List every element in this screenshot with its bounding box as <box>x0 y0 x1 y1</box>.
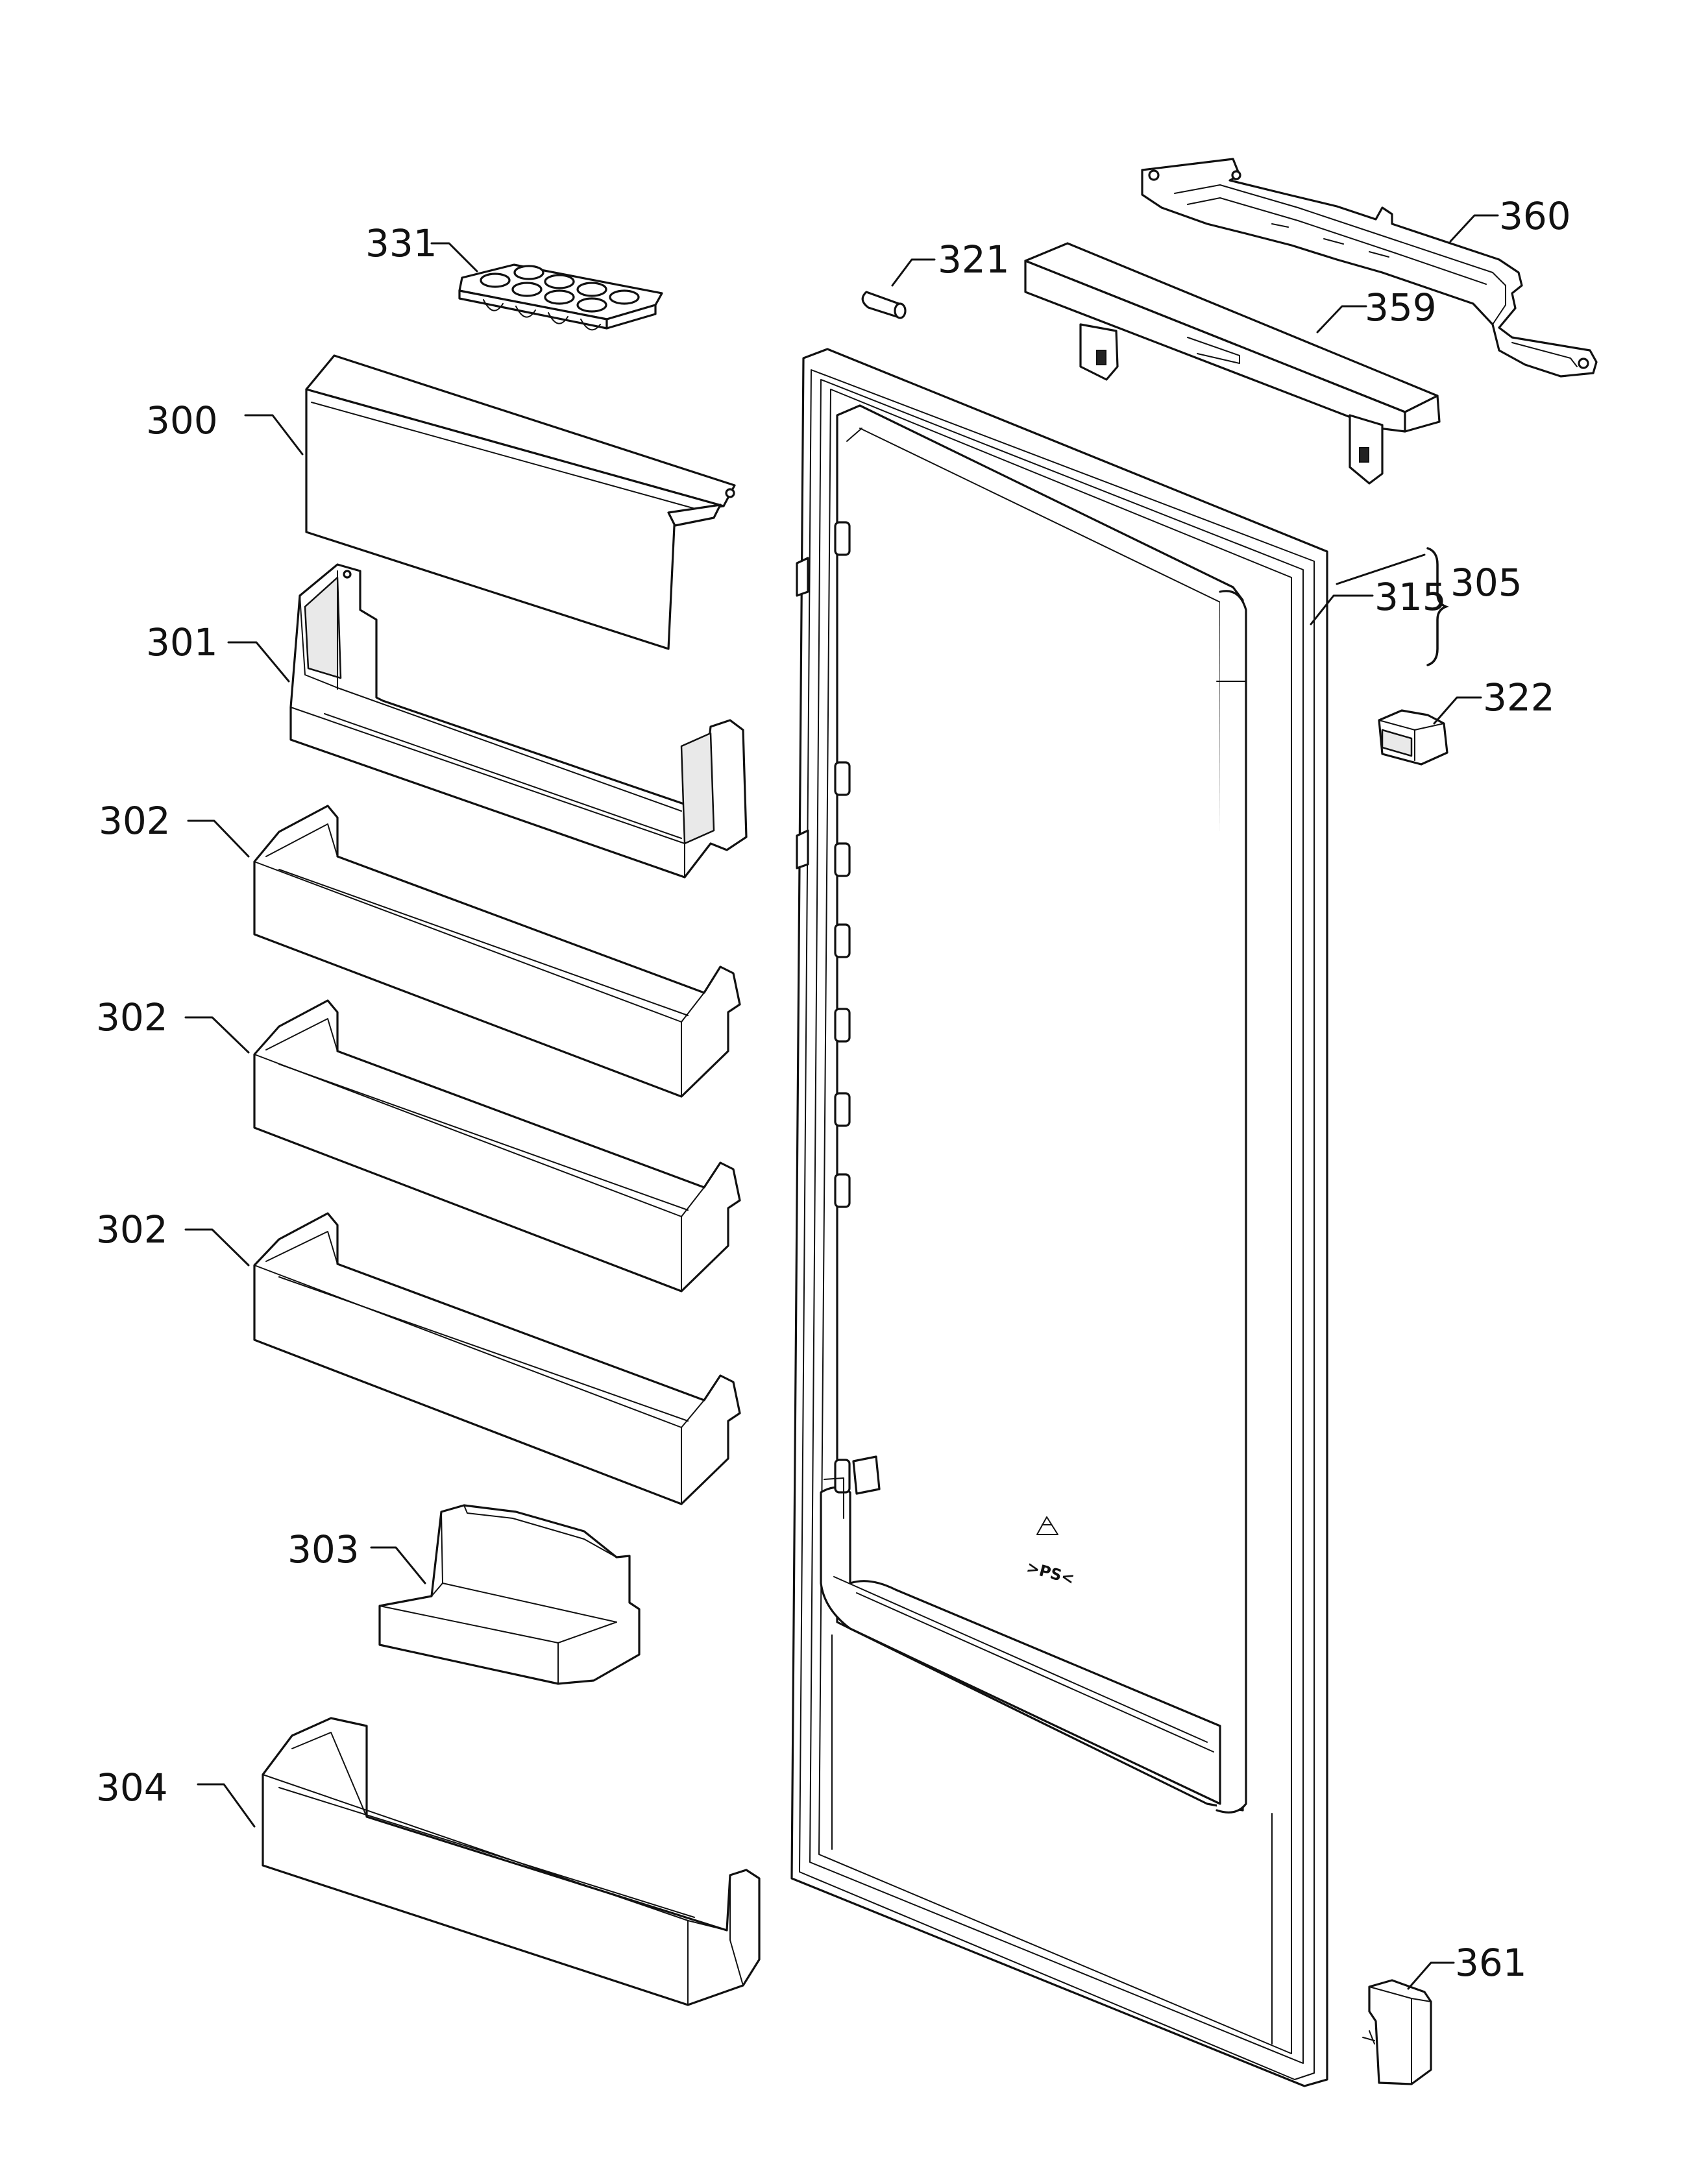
clip-part <box>1378 709 1448 766</box>
callout-315: 315 <box>1374 575 1447 619</box>
bottle-shelf-part <box>262 1717 761 2006</box>
balcony-shelf-part-a <box>253 805 741 1098</box>
door-liner-part: >PS< <box>790 348 1328 2087</box>
balcony-shelf-part-b <box>253 999 741 1292</box>
callout-331: 331 <box>365 221 437 265</box>
small-bin-part <box>378 1504 641 1685</box>
callout-301: 301 <box>146 620 218 664</box>
corner-cap-part <box>1362 1979 1432 2085</box>
callout-labels: 331 300 301 302 302 302 303 304 321 359 … <box>96 194 1571 1985</box>
callout-361: 361 <box>1455 1941 1527 1985</box>
callout-360: 360 <box>1499 194 1571 238</box>
callout-302-c: 302 <box>96 1207 168 1252</box>
recycling-symbol-icon <box>1036 1516 1058 1535</box>
top-cover-part <box>1024 242 1441 485</box>
hinge-pin-part <box>861 291 907 319</box>
balcony-shelf-part-c <box>253 1212 741 1505</box>
shelf-lid-part <box>305 354 736 650</box>
callout-359: 359 <box>1365 285 1437 330</box>
deep-shelf-part <box>289 563 748 879</box>
callout-302-b: 302 <box>96 995 168 1039</box>
callout-305: 305 <box>1450 561 1522 605</box>
callout-300: 300 <box>146 398 218 443</box>
callout-322: 322 <box>1483 675 1555 720</box>
callout-321: 321 <box>938 237 1010 282</box>
hinge-bracket-part <box>1141 158 1598 378</box>
callout-302-a: 302 <box>99 799 171 843</box>
leader-lines <box>184 214 1499 1990</box>
callout-304: 304 <box>96 1765 168 1810</box>
egg-tray-part <box>458 263 663 331</box>
callout-303: 303 <box>287 1527 360 1571</box>
